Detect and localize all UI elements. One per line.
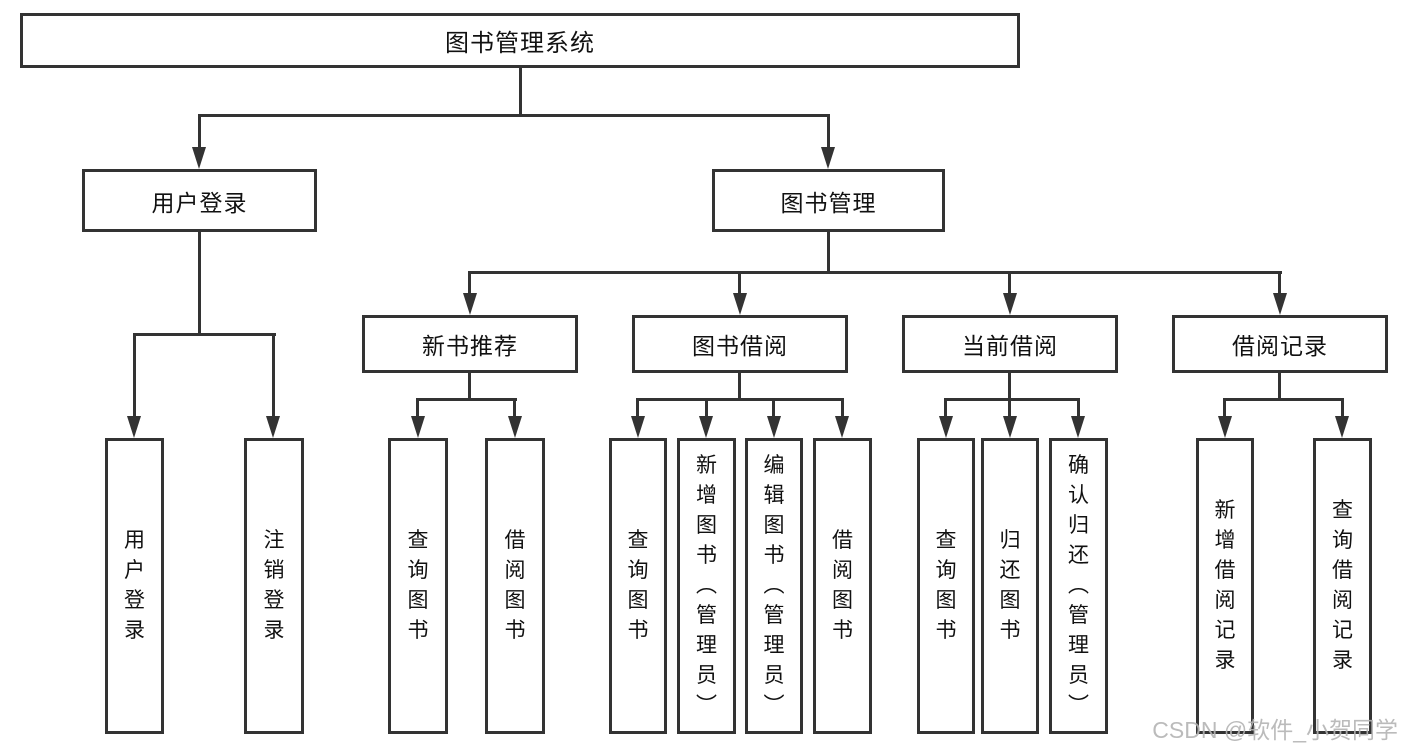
node-book-management: 图书管理 xyxy=(712,169,945,232)
connector-line xyxy=(198,232,201,335)
leaf-edit-book-admin-label: 编辑图书︵管理员︶ xyxy=(763,454,785,717)
connector-line xyxy=(705,398,708,419)
leaf-query-borrow-record: 查询借阅记录 xyxy=(1313,438,1372,734)
connector-line xyxy=(133,333,276,336)
arrow-down-icon xyxy=(127,416,141,438)
leaf-confirm-return-admin-label: 确认归还︵管理员︶ xyxy=(1068,454,1089,717)
leaf-borrow-books-borrowing: 借阅图书 xyxy=(813,438,872,734)
connector-line xyxy=(827,114,830,150)
arrow-down-icon xyxy=(631,416,645,438)
leaf-query-books-current-label: 查询图书 xyxy=(935,529,957,642)
connector-line xyxy=(1008,271,1011,296)
connector-line xyxy=(468,271,471,296)
node-user-login-label: 用户登录 xyxy=(151,189,248,216)
arrow-down-icon xyxy=(1335,416,1349,438)
arrow-down-icon xyxy=(733,293,747,315)
connector-line xyxy=(827,232,830,273)
arrow-down-icon xyxy=(699,416,713,438)
arrow-down-icon xyxy=(1071,416,1085,438)
arrow-down-icon xyxy=(939,416,953,438)
arrow-down-icon xyxy=(266,416,280,438)
arrow-down-icon xyxy=(192,147,206,169)
arrow-down-icon xyxy=(508,416,522,438)
leaf-query-borrow-record-label: 查询借阅记录 xyxy=(1332,499,1353,672)
csdn-watermark: CSDN @软件_小贺同学 xyxy=(1152,717,1398,743)
leaf-query-books-recommend-label: 查询图书 xyxy=(407,529,429,642)
connector-line xyxy=(636,398,844,401)
connector-line xyxy=(468,271,1282,274)
leaf-add-book-admin: 新增图书︵管理员︶ xyxy=(677,438,736,734)
leaf-return-books: 归还图书 xyxy=(981,438,1039,734)
arrow-down-icon xyxy=(1003,293,1017,315)
connector-line xyxy=(944,398,1080,401)
leaf-edit-book-admin: 编辑图书︵管理员︶ xyxy=(745,438,803,734)
leaf-query-books-borrowing-label: 查询图书 xyxy=(627,529,649,642)
leaf-logout-label: 注销登录 xyxy=(263,529,285,642)
arrow-down-icon xyxy=(835,416,849,438)
connector-line xyxy=(1008,398,1011,419)
node-current-borrowing: 当前借阅 xyxy=(902,315,1118,373)
connector-line xyxy=(1077,398,1080,419)
connector-line xyxy=(198,114,830,117)
connector-line xyxy=(1278,271,1281,296)
arrow-down-icon xyxy=(411,416,425,438)
arrow-down-icon xyxy=(1003,416,1017,438)
connector-line xyxy=(1341,398,1344,419)
connector-line xyxy=(841,398,844,419)
leaf-return-books-label: 归还图书 xyxy=(999,529,1021,642)
connector-line xyxy=(636,398,639,419)
node-borrowing-records-label: 借阅记录 xyxy=(1232,333,1328,359)
leaf-confirm-return-admin: 确认归还︵管理员︶ xyxy=(1049,438,1108,734)
connector-line xyxy=(416,398,419,419)
connector-line xyxy=(272,333,275,419)
arrow-down-icon xyxy=(821,147,835,169)
leaf-borrow-books-borrowing-label: 借阅图书 xyxy=(832,529,853,642)
node-book-management-label: 图书管理 xyxy=(780,189,877,216)
leaf-add-book-admin-label: 新增图书︵管理员︶ xyxy=(696,454,717,717)
connector-line xyxy=(1223,398,1226,419)
leaf-query-books-borrowing: 查询图书 xyxy=(609,438,667,734)
leaf-query-books-recommend: 查询图书 xyxy=(388,438,448,734)
connector-line xyxy=(944,398,947,419)
connector-line xyxy=(1008,373,1011,400)
node-book-borrowing: 图书借阅 xyxy=(632,315,848,373)
connector-line xyxy=(198,114,201,150)
node-root-label: 图书管理系统 xyxy=(445,30,595,57)
node-new-book-recommendation: 新书推荐 xyxy=(362,315,578,373)
node-new-book-recommendation-label: 新书推荐 xyxy=(422,333,518,359)
leaf-user-login: 用户登录 xyxy=(105,438,164,734)
leaf-add-borrow-record: 新增借阅记录 xyxy=(1196,438,1254,734)
connector-line xyxy=(519,68,522,116)
node-borrowing-records: 借阅记录 xyxy=(1172,315,1388,373)
leaf-query-books-current: 查询图书 xyxy=(917,438,975,734)
leaf-borrow-books-recommend-label: 借阅图书 xyxy=(504,529,526,642)
connector-line xyxy=(468,373,471,400)
connector-line xyxy=(416,398,517,401)
connector-line xyxy=(513,398,516,419)
arrow-down-icon xyxy=(463,293,477,315)
leaf-borrow-books-recommend: 借阅图书 xyxy=(485,438,545,734)
arrow-down-icon xyxy=(767,416,781,438)
node-root: 图书管理系统 xyxy=(20,13,1020,68)
node-current-borrowing-label: 当前借阅 xyxy=(962,333,1058,359)
connector-line xyxy=(1278,373,1281,400)
connector-line xyxy=(738,373,741,400)
leaf-logout: 注销登录 xyxy=(244,438,304,734)
arrow-down-icon xyxy=(1273,293,1287,315)
connector-line xyxy=(133,333,136,419)
node-user-login: 用户登录 xyxy=(82,169,317,232)
connector-line xyxy=(738,271,741,296)
node-book-borrowing-label: 图书借阅 xyxy=(692,333,788,359)
leaf-user-login-label: 用户登录 xyxy=(124,529,145,642)
connector-line xyxy=(772,398,775,419)
connector-line xyxy=(1223,398,1344,401)
leaf-add-borrow-record-label: 新增借阅记录 xyxy=(1214,499,1236,672)
arrow-down-icon xyxy=(1218,416,1232,438)
